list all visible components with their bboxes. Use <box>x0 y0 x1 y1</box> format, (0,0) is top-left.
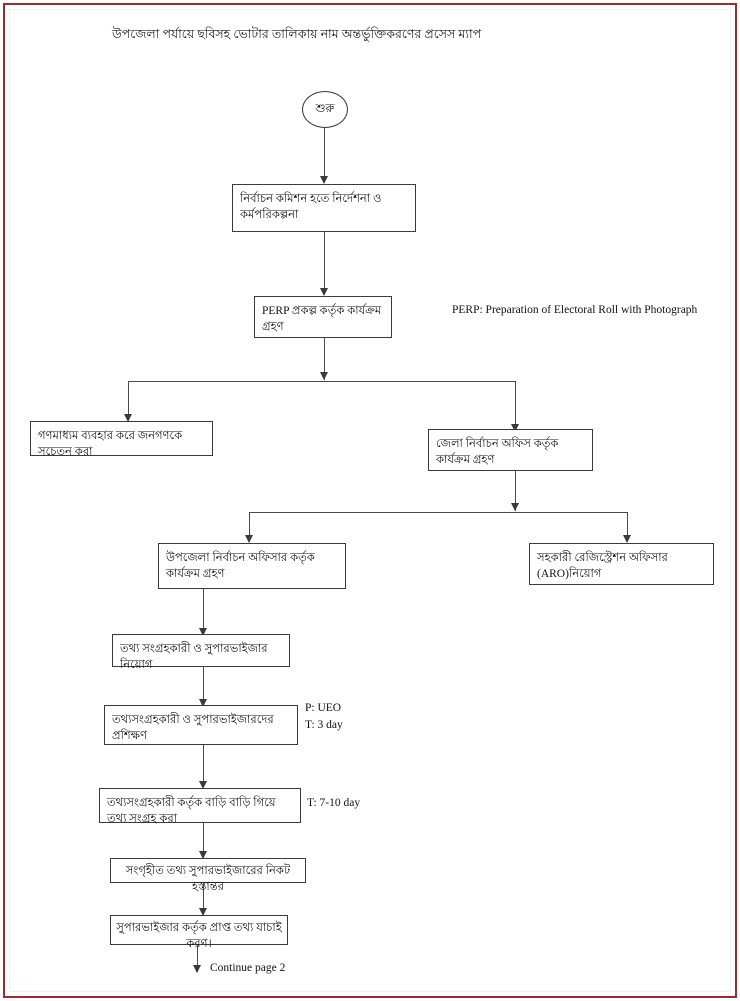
arrowhead-n8 <box>199 699 207 707</box>
connector-n2-down <box>324 338 325 380</box>
node-media-awareness: গণমাধ্যম ব্যবহার করে জনগণকে সচেতন করা <box>30 421 213 458</box>
connector-split-left-1 <box>128 381 129 421</box>
continue-page-label: Continue page 2 <box>210 962 286 974</box>
connector-split-bar-1 <box>128 381 516 382</box>
node-ec-directive: নির্বাচন কমিশন হতে নির্দেশনা ও কর্মপরিকল… <box>232 184 416 232</box>
connector-n11-to-continue <box>197 945 198 972</box>
connector-n7-to-n8 <box>203 667 204 705</box>
arrowhead-n3 <box>124 414 132 422</box>
connector-n1-to-n2 <box>324 232 325 294</box>
annotation-training: P: UEO T: 3 day <box>305 702 343 731</box>
node-training: তথ্যসংগ্রহকারী ও সুপারভাইজারদের প্রশিক্ষ… <box>104 705 298 745</box>
node-handover-to-supervisor: সংগৃহীত তথ্য সুপারভাইজারের নিকট হস্তান্ত… <box>110 858 306 893</box>
node-perp-project: PERP প্রকল্প কর্তৃক কার্যক্রম গ্রহণ <box>254 296 392 338</box>
arrowhead-n2 <box>320 288 328 296</box>
connector-n4-down <box>515 471 516 511</box>
annotation-collection: T: 7-10 day <box>307 797 361 809</box>
arrowhead-n10 <box>199 851 207 859</box>
connector-split-right-2 <box>627 512 628 542</box>
arrowhead-n1 <box>320 176 328 184</box>
node-upazila-officer: উপজেলা নির্বাচন অফিসার কর্তৃক কার্যক্রম … <box>158 543 346 589</box>
connector-start-to-n1 <box>324 128 325 181</box>
node-enumerator-appointment: তথ্য সংগ্রহকারী ও সুপারভাইজার নিয়োগ <box>112 634 290 671</box>
arrowhead-n6 <box>623 535 631 543</box>
arrowhead-split-2 <box>511 503 519 511</box>
node-district-office: জেলা নির্বাচন অফিস কর্তৃক কার্যক্রম গ্রহ… <box>428 429 593 471</box>
connector-n9-to-n10 <box>203 823 204 858</box>
node-door-to-door-collection: তথ্যসংগ্রহকারী কর্তৃক বাড়ি বাড়ি গিয়ে … <box>99 788 301 825</box>
arrowhead-n5 <box>245 535 253 543</box>
legend-perp: PERP: Preparation of Electoral Roll with… <box>452 304 698 316</box>
arrowhead-split-1 <box>320 372 328 380</box>
connector-n5-to-n7 <box>203 589 204 634</box>
connector-split-right-1 <box>515 381 516 431</box>
connector-n8-to-n9 <box>203 745 204 787</box>
connector-split-left-2 <box>249 512 250 542</box>
arrowhead-n9 <box>199 781 207 789</box>
connector-n10-to-n11 <box>203 883 204 915</box>
arrowhead-continue <box>193 965 201 973</box>
arrowhead-n7 <box>199 628 207 636</box>
arrowhead-n11 <box>199 908 207 916</box>
node-aro-appointment: সহকারী রেজিস্ট্রেশন অফিসার (ARO)নিয়োগ <box>529 543 714 585</box>
node-start: শুরু <box>302 91 348 128</box>
page-title: উপজেলা পর্যায়ে ছবিসহ ভোটার তালিকায় নাম… <box>112 27 482 41</box>
connector-split-bar-2 <box>249 512 627 513</box>
arrowhead-n4 <box>511 424 519 432</box>
node-supervisor-verification: সুপারভাইজার কর্তৃক প্রাপ্ত তথ্য যাচাই কর… <box>110 915 288 950</box>
